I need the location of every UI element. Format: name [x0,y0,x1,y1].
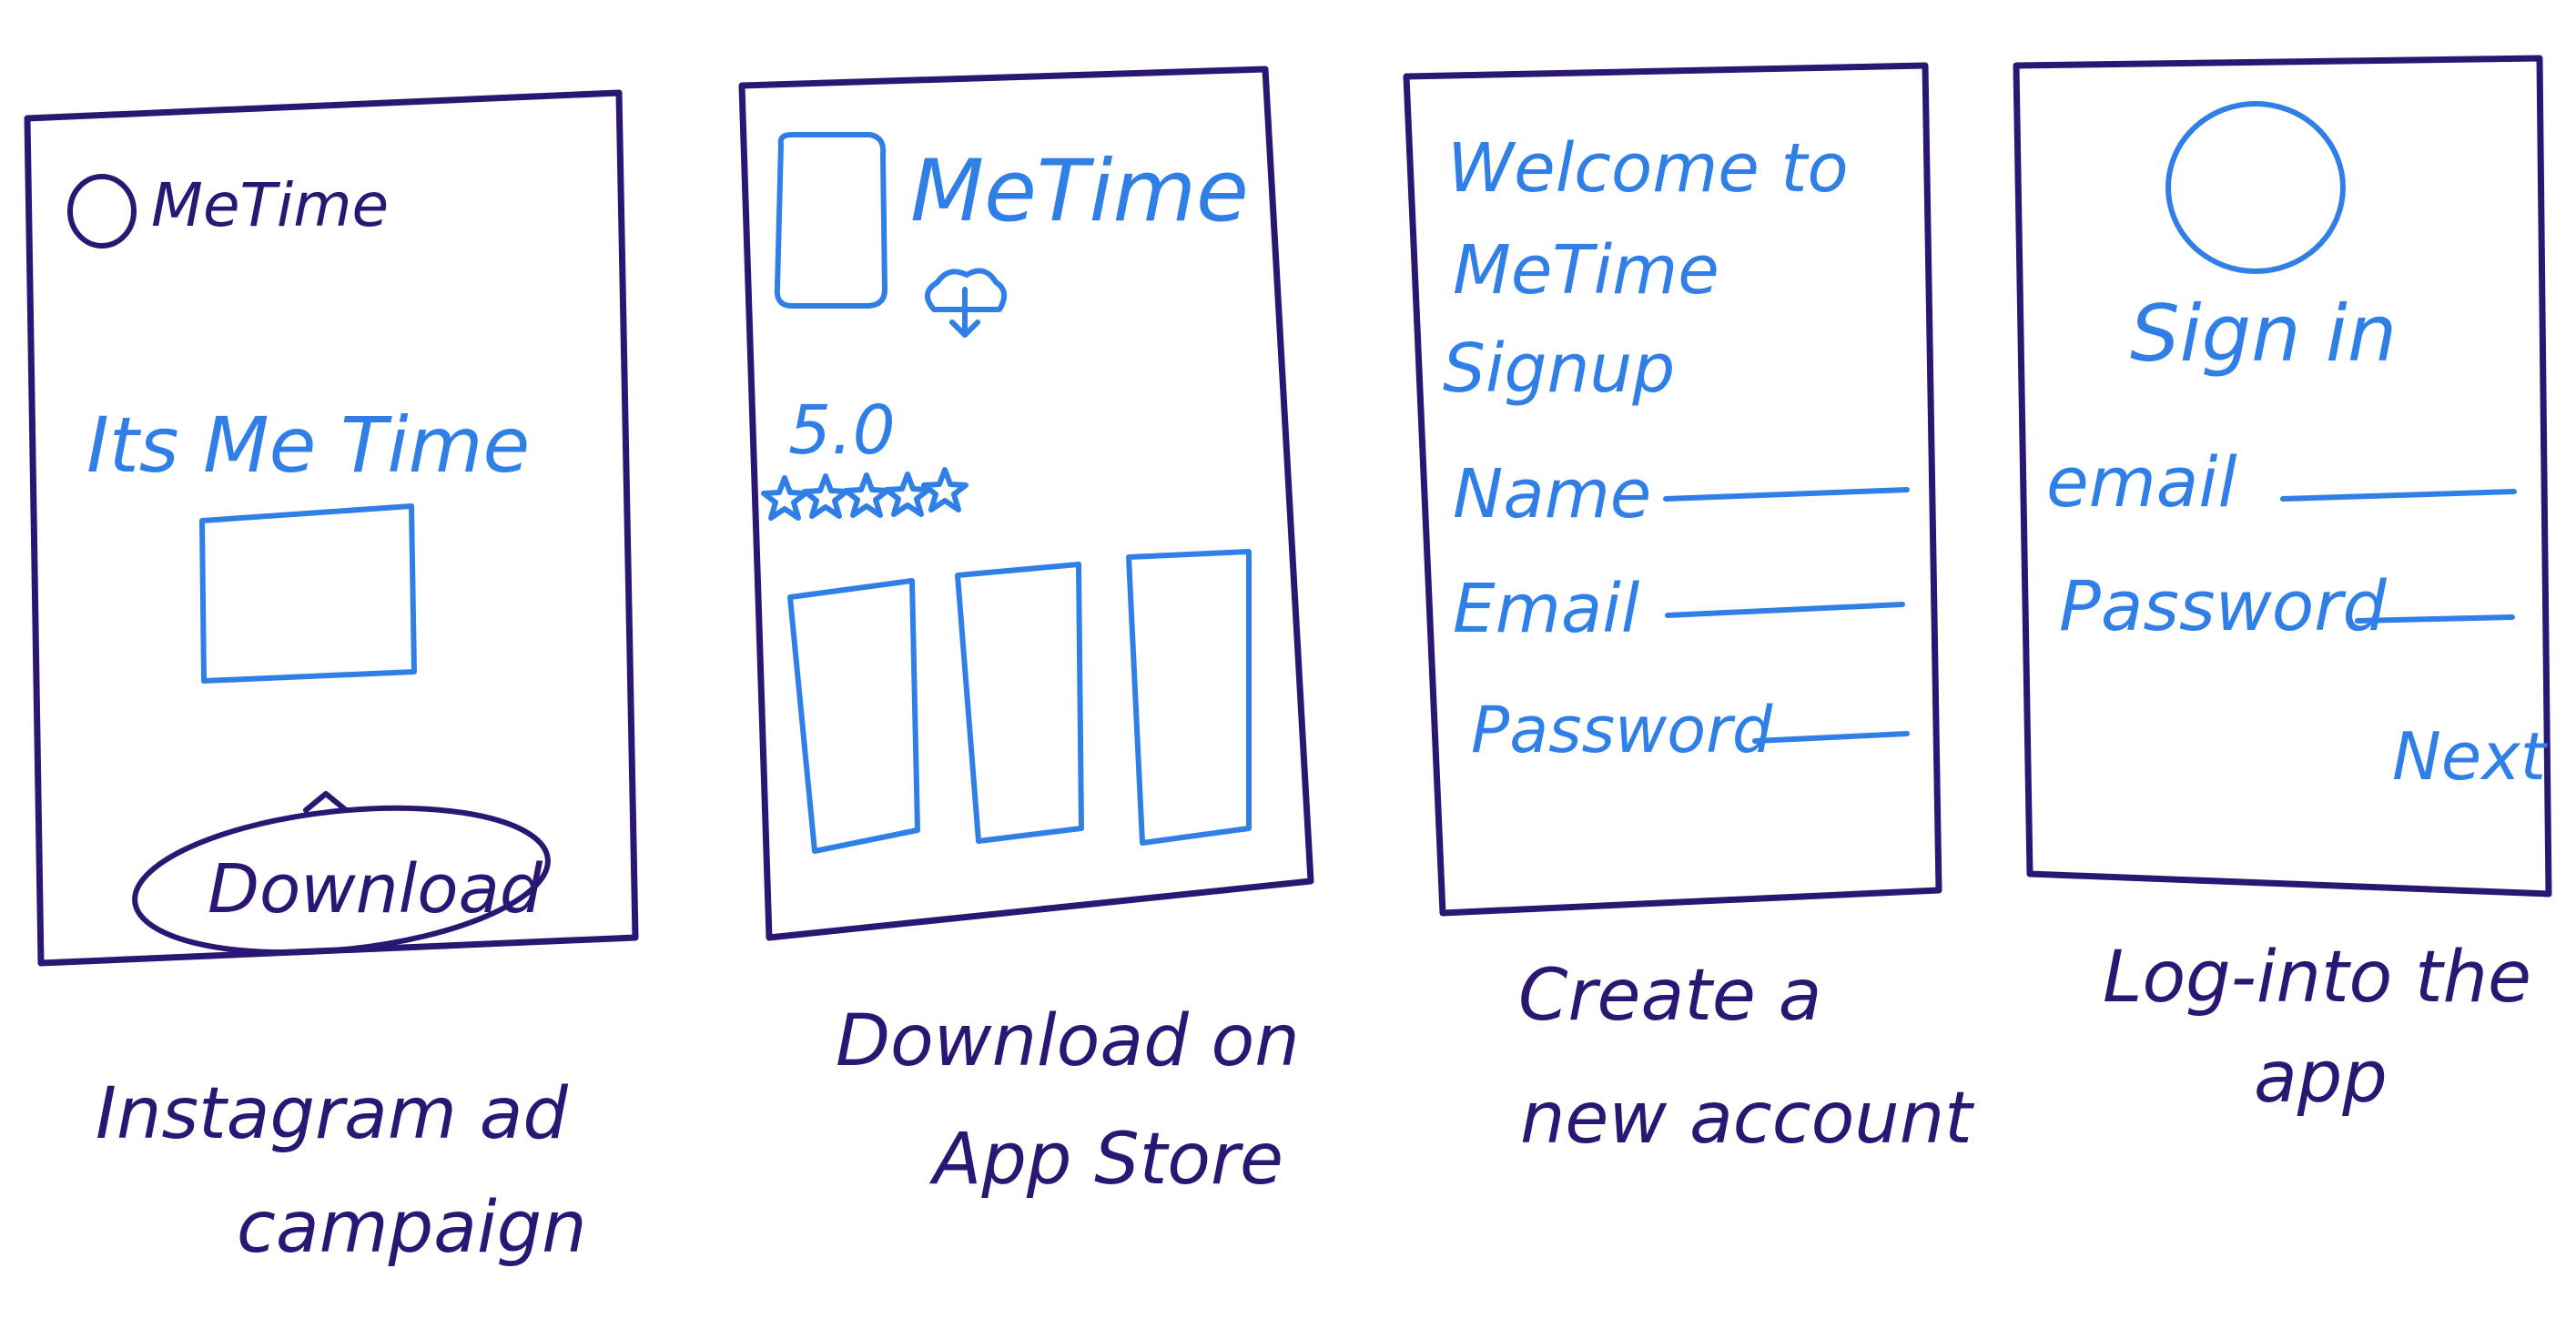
caption-login-line2: app [2254,1037,2388,1119]
cloud-download-icon [925,268,1008,338]
screen-sign-in: Sign in email Password Next [2013,55,2552,898]
phone-frame [24,89,639,967]
email-field-label: email [2046,441,2237,522]
download-arrow [949,287,980,338]
star-icon [761,475,808,521]
password-field-line [2355,614,2515,624]
screen-signup: Welcome to MeTime Signup Name Email Pass… [1403,62,1942,917]
screen-app-store: MeTime 5.0 [738,66,1314,941]
caption-instagram-line2: campaign [237,1187,587,1269]
image-placeholder [199,503,417,684]
screenshot-placeholder [955,562,1084,844]
screenshot-placeholder [1126,549,1252,846]
password-field[interactable]: Password [1471,693,1910,767]
circle-logo-icon [67,174,137,249]
app-icon-placeholder [774,132,887,309]
password-field[interactable]: Password [2059,565,2515,646]
logo-text: MeTime [151,170,389,240]
email-field-label: Email [1453,570,1640,648]
signup-title-line1: Welcome to [1447,129,1849,208]
caption-signup-line1: Create a [1518,955,1821,1037]
caption-instagram-line1: Instagram ad [96,1073,568,1155]
captions: Instagram ad campaign Download on App St… [96,937,2531,1269]
password-field-label: Password [2059,565,2387,646]
email-field[interactable]: email [2046,441,2517,522]
phone-frame [738,66,1314,941]
headline: Its Me Time [86,401,530,490]
cloud-shape [925,268,1008,312]
download-button-outline [132,805,551,956]
chevron-up-icon [303,791,349,813]
star-icon [802,473,849,519]
signup-title-line3: Signup [1443,330,1675,408]
signin-title: Sign in [2130,289,2397,380]
next-button[interactable]: Next [2392,718,2549,795]
password-field-label: Password [1471,693,1773,767]
screenshot-placeholder [787,578,920,854]
phone-frame [1403,62,1942,917]
rating-stars [761,467,969,521]
name-field-label: Name [1453,455,1651,533]
star-icon [843,472,890,518]
signup-title-line2: MeTime [1453,231,1719,309]
download-button[interactable]: Download [127,790,554,971]
email-field-line [2280,489,2517,502]
caption-login-line1: Log-into the [2103,937,2531,1019]
star-icon [921,467,969,512]
password-field-line [1752,731,1910,744]
star-icon [884,472,931,517]
rating-value: 5.0 [788,391,896,470]
caption-appstore-line1: Download on [836,1000,1300,1082]
app-name: MeTime [910,142,1249,241]
phone-frame [2013,55,2552,898]
caption-signup-line2: new account [1520,1078,1974,1160]
avatar-placeholder [2165,101,2346,274]
name-field-line [1663,487,1910,502]
email-field[interactable]: Email [1453,570,1905,648]
name-field[interactable]: Name [1453,455,1910,533]
email-field-line [1665,602,1905,618]
screen-instagram-ad: MeTime Its Me Time Download [24,89,639,971]
download-button-label: Download [208,850,543,928]
caption-appstore-line2: App Store [928,1119,1283,1201]
